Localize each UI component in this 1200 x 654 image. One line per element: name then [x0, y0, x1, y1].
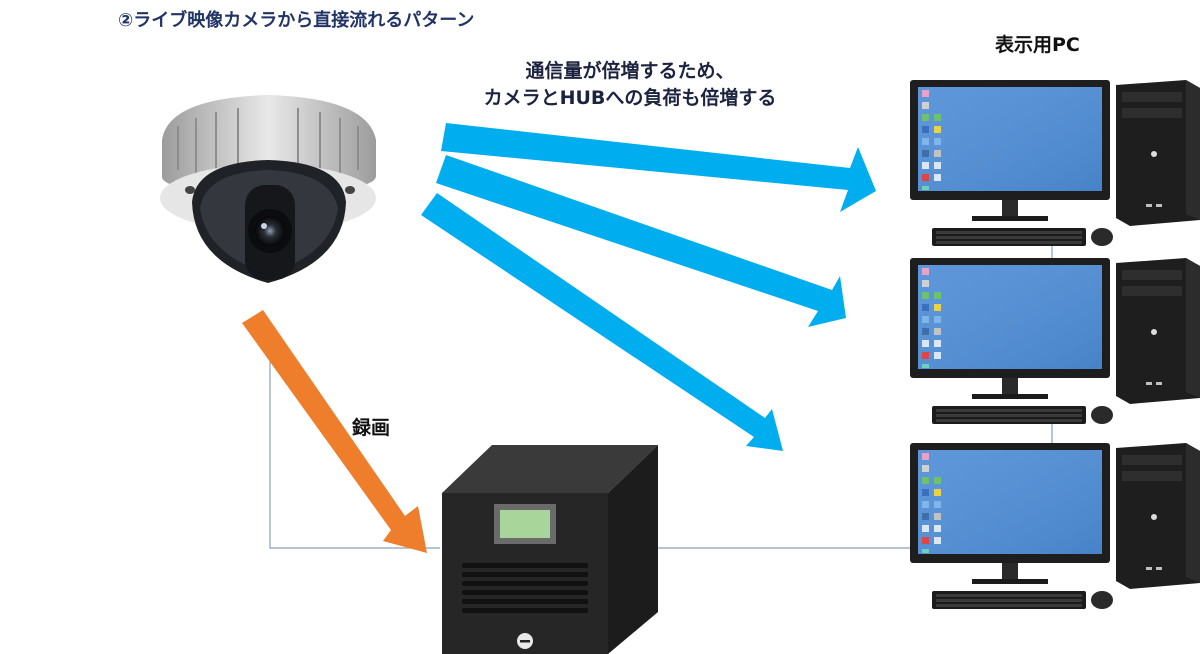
- display-pc-label: 表示用PC: [995, 34, 1080, 56]
- load-note: 通信量が倍増するため、 カメラとHUBへの負荷も倍増する: [440, 58, 820, 112]
- stream-arrows: [421, 123, 876, 451]
- desktop-pc-icon-3: [910, 443, 1200, 609]
- load-note-line-2: カメラとHUBへの負荷も倍増する: [483, 87, 777, 109]
- diagram-title: ②ライブ映像カメラから直接流れるパターン: [118, 10, 475, 31]
- nas-server-icon: [442, 445, 658, 654]
- record-arrow: [242, 310, 427, 553]
- camera-to-nas-line: [269, 360, 440, 549]
- stream-arrow-to-pc1: [441, 123, 876, 212]
- network-lines: [269, 232, 1053, 549]
- record-label: 録画: [352, 417, 391, 439]
- dome-camera-icon: [160, 95, 376, 283]
- stream-arrow-to-pc3: [421, 193, 783, 451]
- stream-arrow-to-pc2: [436, 155, 846, 327]
- load-note-line-1: 通信量が倍増するため、: [525, 60, 735, 82]
- desktop-pc-icon-2: [910, 258, 1200, 424]
- desktop-pc-icon-1: [910, 80, 1200, 246]
